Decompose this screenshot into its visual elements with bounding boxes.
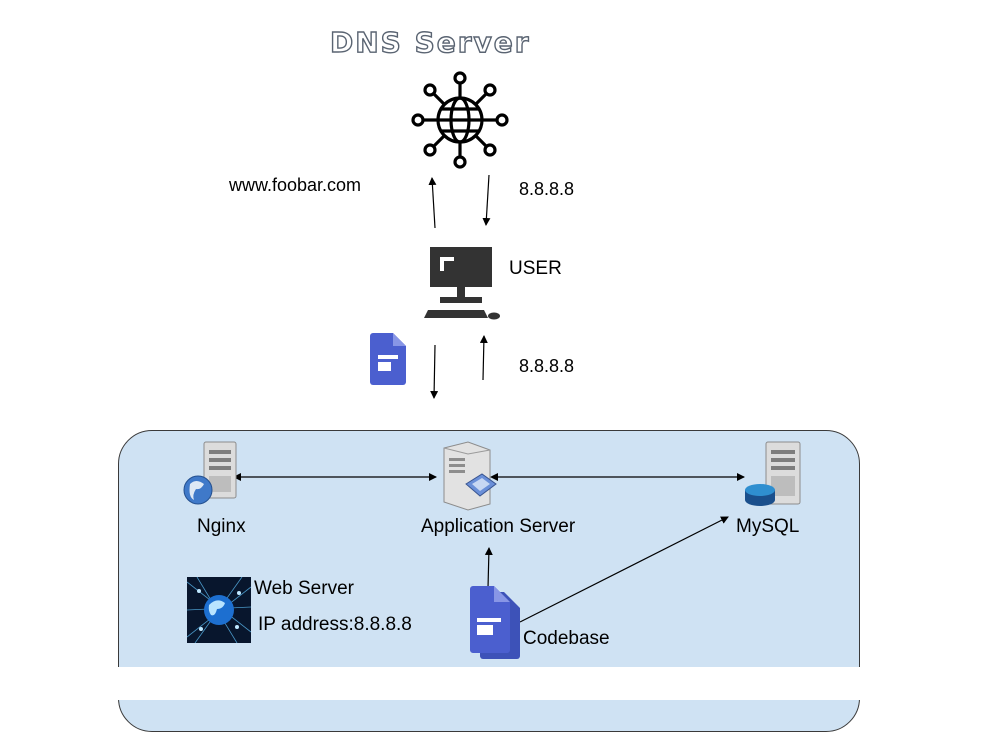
document-icon — [370, 333, 406, 385]
user-label: USER — [509, 258, 562, 279]
codebase-label: Codebase — [523, 628, 610, 649]
network-globe-image — [187, 577, 251, 643]
user-response-arrow — [479, 335, 488, 381]
codebase-document-icon — [466, 586, 522, 660]
web-server-globe-icon — [180, 440, 240, 508]
dns-request-label: www.foobar.com — [229, 175, 362, 195]
mysql-label: MySQL — [736, 516, 800, 537]
application-server-icon — [440, 440, 498, 512]
dns-response-label: 8.8.8.8 — [519, 179, 575, 199]
application-server-label: Application Server — [421, 516, 576, 537]
user-response-label: 8.8.8.8 — [519, 356, 575, 376]
dns-request-arrow — [428, 177, 437, 229]
connector-layer — [233, 174, 745, 623]
computer-monitor-icon — [418, 244, 504, 324]
codebase-app-arrow — [484, 547, 493, 589]
web-server-label: Web Server — [254, 578, 354, 599]
diagram-title: DNS Server — [329, 25, 531, 59]
nginx-label: Nginx — [197, 516, 246, 537]
codebase-mysql-arrow — [519, 516, 729, 623]
page-bottom-margin — [0, 667, 985, 700]
web-server-ip-label: IP address:8.8.8.8 — [258, 614, 412, 635]
globe-network-icon — [408, 68, 512, 172]
database-server-icon — [742, 440, 804, 510]
user-request-arrow — [430, 344, 439, 399]
dns-response-arrow — [482, 174, 491, 226]
